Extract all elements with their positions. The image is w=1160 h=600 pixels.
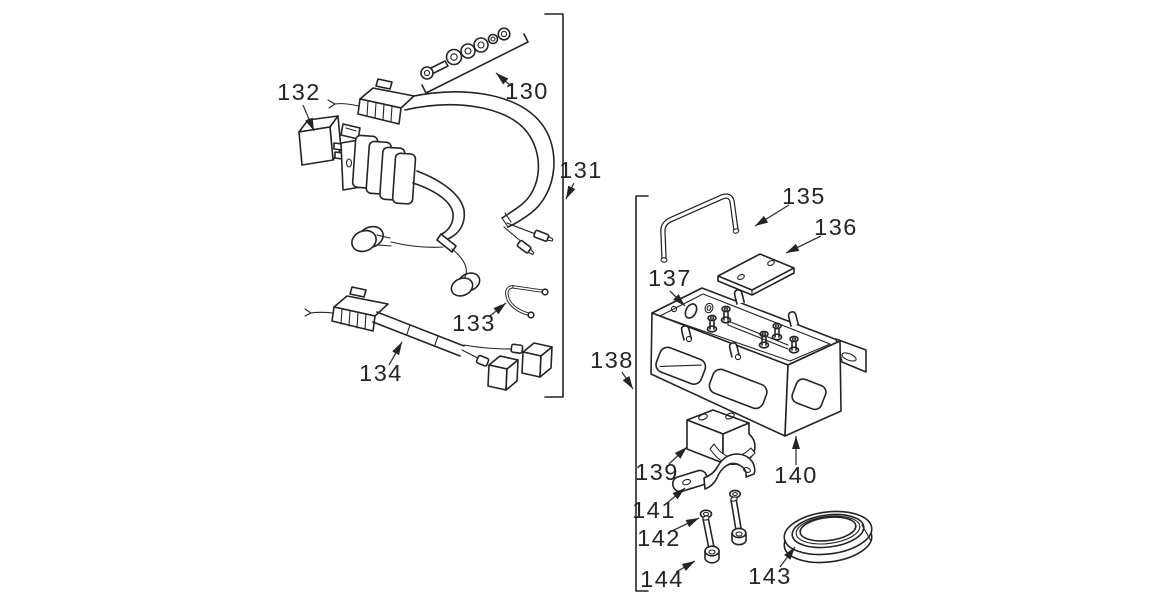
callout-142-label: 142	[637, 525, 681, 551]
callout-133-leader	[489, 302, 507, 317]
callout-138-label: 138	[590, 347, 634, 373]
callout-132-leader	[302, 104, 315, 132]
washer	[473, 37, 489, 53]
part-136-plate	[717, 253, 795, 296]
bolt	[730, 496, 747, 546]
washer	[460, 43, 476, 59]
callout-leaders	[302, 72, 822, 573]
box-slot	[655, 346, 707, 385]
part-135-handle	[660, 193, 740, 263]
callout-136-leader	[785, 235, 822, 254]
grommet-cap	[351, 225, 392, 253]
terminal-block	[487, 355, 519, 391]
grommet-cap	[450, 272, 481, 297]
part-142-washers	[699, 489, 741, 519]
harness-loop-inner	[404, 104, 540, 219]
box-slot	[708, 368, 768, 410]
cable-connector	[304, 286, 389, 332]
callout-130-label: 130	[505, 78, 549, 104]
callout-131-label: 131	[559, 157, 603, 183]
callout-143-label: 143	[748, 563, 792, 589]
harness-loop-outer	[408, 91, 555, 228]
washer-small	[487, 33, 499, 45]
callout-130-leader	[495, 72, 512, 87]
oval-plug	[684, 303, 698, 319]
harness-bellows-boot	[340, 134, 417, 205]
part-144-bolts	[702, 496, 747, 564]
callout-133-label: 133	[452, 310, 496, 336]
callout-135-leader	[754, 204, 790, 227]
callout-137-leader	[669, 290, 686, 307]
part-134-cable	[304, 286, 553, 391]
callout-labels: 130 131 132 133 134 135 136 137 138 139 …	[277, 78, 858, 592]
group-bracket-131	[544, 13, 564, 398]
box-side-hole	[791, 378, 827, 411]
callout-138-leader	[621, 371, 634, 390]
callout-144-label: 144	[640, 566, 684, 592]
part-141-strap	[671, 453, 756, 493]
part-140-box	[650, 287, 867, 437]
callout-140-label: 140	[774, 462, 818, 488]
bullet-terminal	[516, 239, 535, 255]
callout-136-label: 136	[814, 214, 858, 240]
part-143-coil	[783, 510, 873, 564]
part-130-fastener-kit	[420, 27, 529, 94]
callout-141-label: 141	[632, 497, 676, 523]
callout-139-label: 139	[635, 459, 679, 485]
nut	[497, 27, 511, 41]
callout-134-label: 134	[359, 360, 403, 386]
group-bracket-138	[635, 195, 649, 592]
harness-connector	[327, 78, 415, 125]
callout-139-leader	[668, 446, 688, 465]
callout-134-leader	[388, 341, 403, 366]
callout-137-label: 137	[648, 265, 692, 291]
callout-135-label: 135	[782, 183, 826, 209]
callout-141-leader	[666, 487, 686, 504]
terminal-block	[521, 342, 553, 378]
callout-132-label: 132	[277, 79, 321, 105]
fastener-kit-bracket-line	[421, 33, 529, 94]
main-harness	[327, 78, 555, 297]
ferrule	[436, 233, 457, 253]
callout-144-leader	[675, 560, 696, 573]
part-133-clip	[505, 285, 549, 319]
callout-142-leader	[671, 517, 700, 532]
washer	[445, 48, 463, 66]
box-right-face	[784, 340, 842, 437]
callout-131-leader	[565, 182, 576, 200]
bolt	[420, 60, 449, 80]
callout-143-leader	[779, 546, 796, 568]
bullet-terminal	[533, 229, 554, 242]
bolt	[702, 515, 720, 564]
